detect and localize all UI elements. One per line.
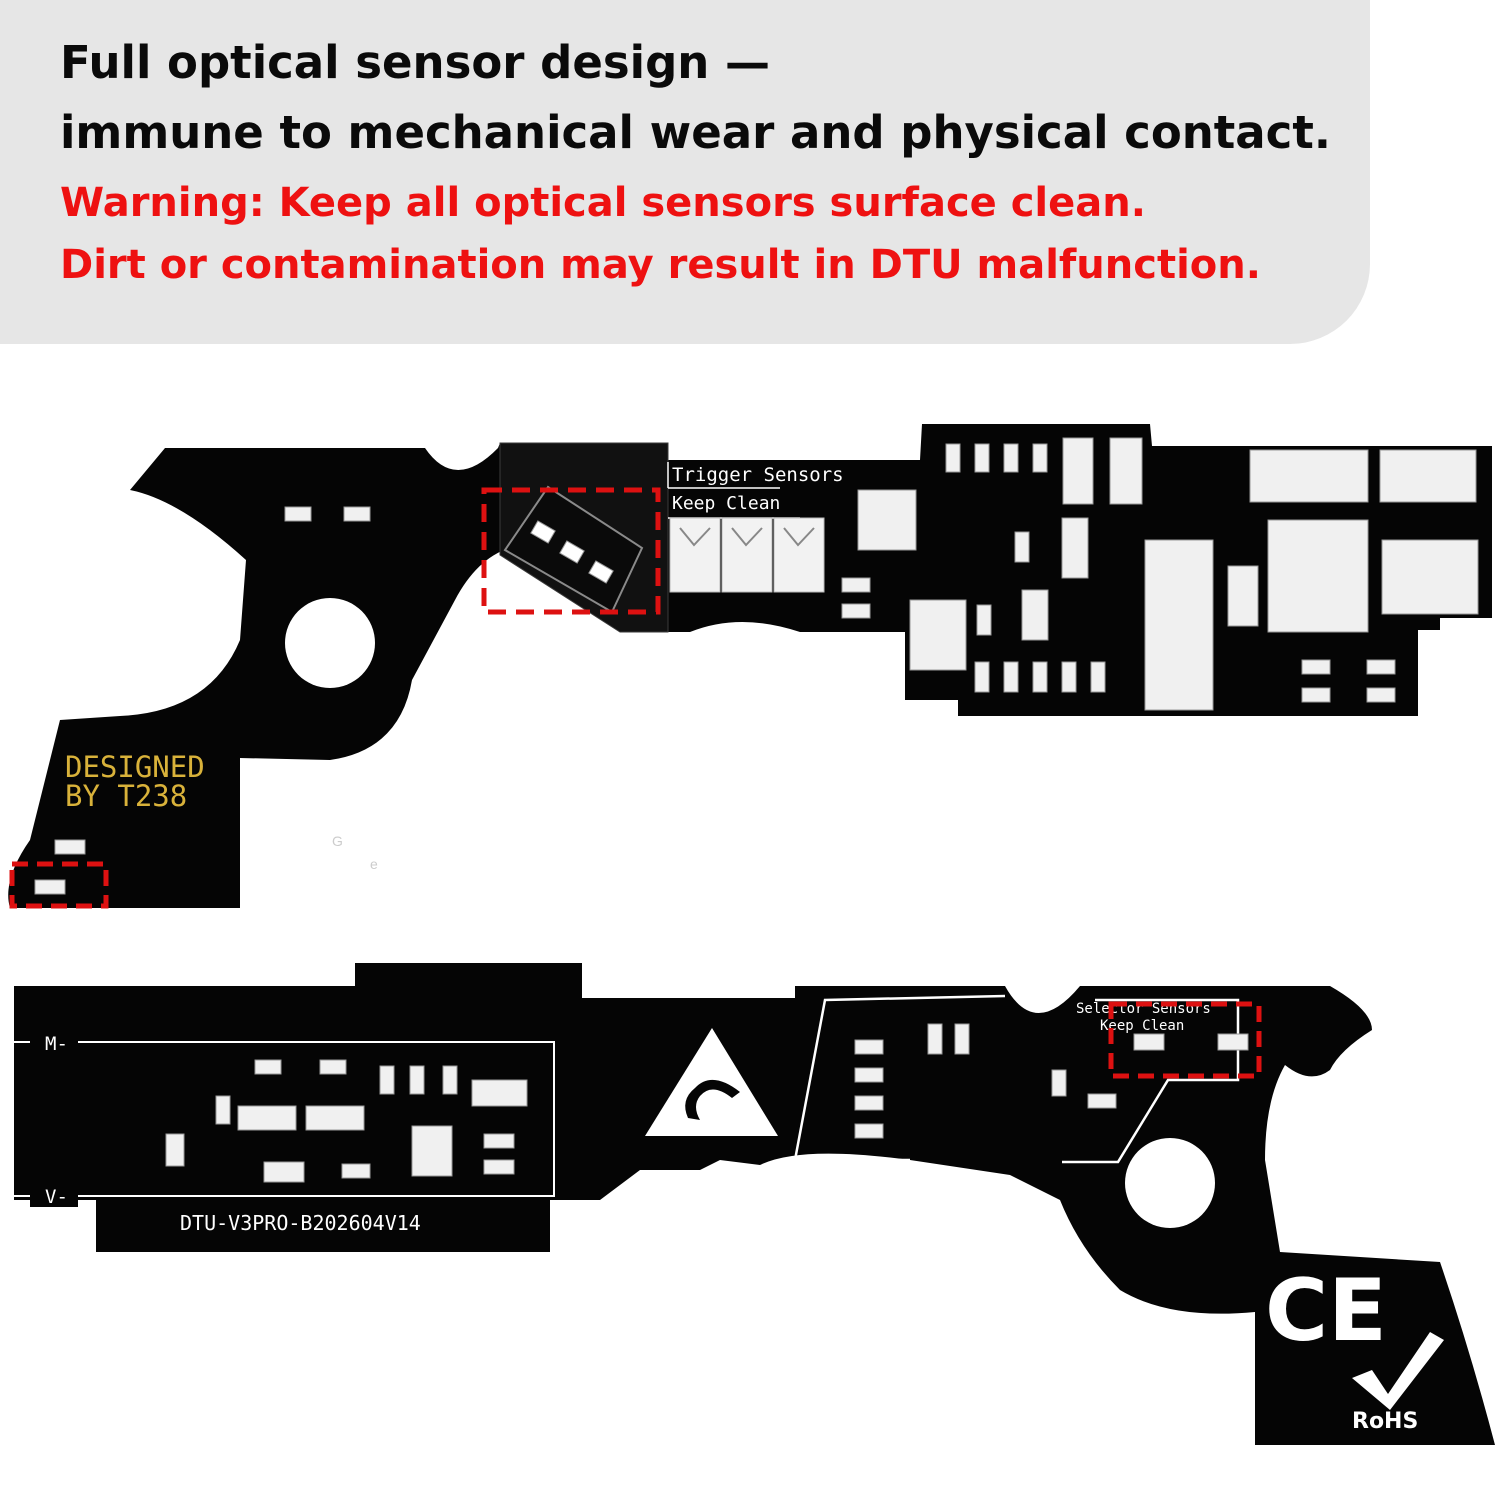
warning-line-2: Dirt or contamination may result in DTU … <box>60 242 1261 288</box>
voltage-minus-label: V- <box>45 1186 68 1208</box>
top-pcb-board: Trigger Sensors Keep Clean <box>8 424 1493 909</box>
headline-line-2: immune to mechanical wear and physical c… <box>60 106 1331 159</box>
selector-sensor-highlight <box>1108 1001 1262 1079</box>
motor-minus-label: M- <box>45 1033 68 1055</box>
rohs-label: RoHS <box>1352 1409 1418 1434</box>
mounting-hole <box>285 598 375 688</box>
esd-warning-icon <box>645 1028 778 1136</box>
trigger-sensors-label: Trigger Sensors <box>672 464 844 486</box>
bottom-pcb-board: M- V- DTU-V3PRO-B202604V14 <box>3 963 1495 1445</box>
rohs-check-icon <box>1352 1332 1444 1410</box>
stray-glyph-e: e <box>370 856 378 872</box>
trigger-connector <box>669 517 825 593</box>
ce-mark: CE <box>1265 1261 1387 1361</box>
grip-sensor-highlight <box>9 861 109 909</box>
designer-credit-line-2: BY T238 <box>65 779 187 813</box>
info-banner <box>0 0 1370 344</box>
part-number-label: DTU-V3PRO-B202604V14 <box>180 1211 421 1235</box>
trigger-sensor-highlight <box>481 487 661 615</box>
bottom-mounting-hole <box>1125 1138 1215 1228</box>
trigger-keep-clean-label: Keep Clean <box>672 493 780 514</box>
stray-glyph-g: G <box>332 833 343 849</box>
warning-line-1: Warning: Keep all optical sensors surfac… <box>60 180 1146 226</box>
selector-keep-clean-label: Keep Clean <box>1100 1018 1184 1034</box>
headline-line-1: Full optical sensor design — <box>60 36 771 89</box>
designer-credit-line-1: DESIGNED <box>65 750 205 784</box>
